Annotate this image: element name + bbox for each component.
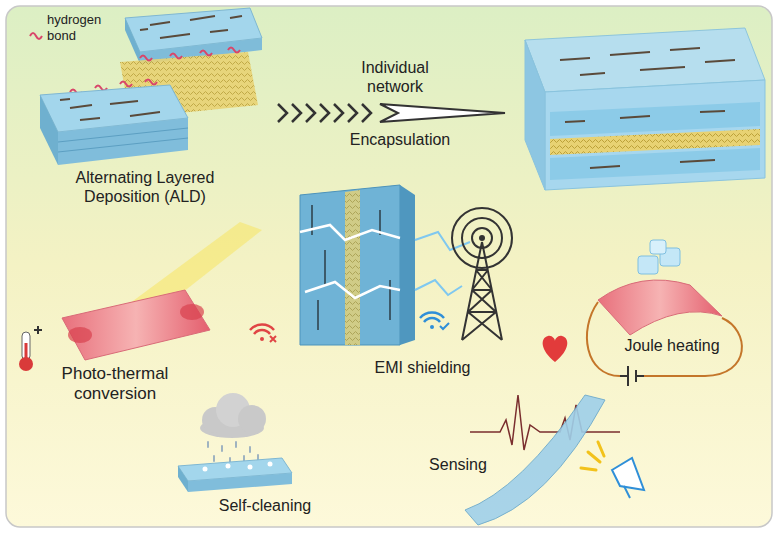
background-panel-part [6,6,772,527]
thermometer-icon-part [19,357,33,371]
self-cleaning-film-part [178,466,188,492]
encapsulated-block-part [550,148,760,180]
encapsulated-block-part [545,80,765,190]
emi-shield-slab-part [312,205,390,330]
feature-label: Encapsulation [335,130,465,149]
rain-cloud-part [238,405,266,433]
heart-icon-part [543,336,568,362]
antenna-tower-part [462,218,502,258]
signal-icon-part [420,313,444,322]
heart-icon [543,336,568,362]
lower-film-part [58,128,188,152]
antenna-tower [452,208,512,340]
joule-heater-part [587,302,742,376]
hydrogen-bonds-part [140,48,240,61]
ice-cubes-part [638,256,658,274]
encapsulated-block-part [560,48,735,168]
rain-cloud-part [208,442,258,463]
process-arrow-part [380,104,505,122]
signal-icon-part [430,325,434,329]
joule-heater-part [620,366,644,386]
feature-label: Photo-thermal conversion [40,364,190,405]
ice-cubes-part [650,240,666,254]
self-cleaning-film-part [248,465,253,470]
hydrogen-bond-key-part [30,33,42,39]
lower-film [40,85,188,165]
hydrogen-bond-key [30,33,42,39]
process-arrow-part [278,104,371,122]
antenna-tower-part [452,208,512,268]
no-signal-icon-part [260,337,264,341]
speaker-icon-part [581,442,604,470]
photothermal-sheet [62,222,262,360]
no-signal-icon-part [250,325,274,334]
self-cleaning-film-part [226,464,231,469]
self-cleaning-film [178,458,292,492]
lower-film-part [60,99,160,120]
encapsulated-block-part [525,40,545,190]
upper-film-part [140,16,242,38]
no-signal-icon [250,325,276,342]
self-cleaning-film-part [268,462,273,467]
signal-icon [420,313,449,329]
ice-cubes [638,240,680,274]
feature-label: EMI shielding [360,358,485,377]
feature-label: Joule heating [612,336,732,355]
no-signal-icon-part [270,336,276,342]
process-arrow [278,104,505,122]
feature-label: hydrogen bond [47,12,111,43]
emi-shield-slab [300,185,470,345]
lower-film-part [40,95,58,165]
self-cleaning-film-part [203,467,208,472]
signal-icon-part [440,323,449,329]
emi-shield-slab-part [400,185,415,345]
speaker-icon [581,442,644,498]
feature-label: Individual network [340,58,450,96]
photothermal-sheet-part [180,304,204,320]
thermometer-icon [19,326,42,371]
feature-label: Sensing [420,455,496,474]
emi-shield-slab-part [345,190,360,345]
feature-label: Alternating Layered Deposition (ALD) [55,168,235,206]
photothermal-sheet-part [62,290,210,360]
rain-cloud [200,393,266,463]
emi-shield-slab-part [415,280,462,295]
emi-shield-slab-part [300,225,400,240]
thermometer-icon-part [34,326,42,334]
joule-heater-part [598,280,722,335]
feature-label: Self-cleaning [205,496,325,515]
thermometer-icon-part [22,332,30,360]
antenna-tower-part [462,242,502,340]
speaker-icon-part [624,486,630,498]
joule-heater [587,280,742,386]
emi-shield-slab-part [305,282,400,298]
emi-shield-slab-part [300,185,400,345]
photothermal-sheet-part [68,327,92,343]
self-cleaning-film-part [188,473,292,492]
lower-film-part [58,118,188,165]
speaker-icon-part [612,458,644,490]
antenna-tower-part [479,235,485,241]
upper-film-part [125,18,140,64]
encapsulated-block [525,28,765,190]
